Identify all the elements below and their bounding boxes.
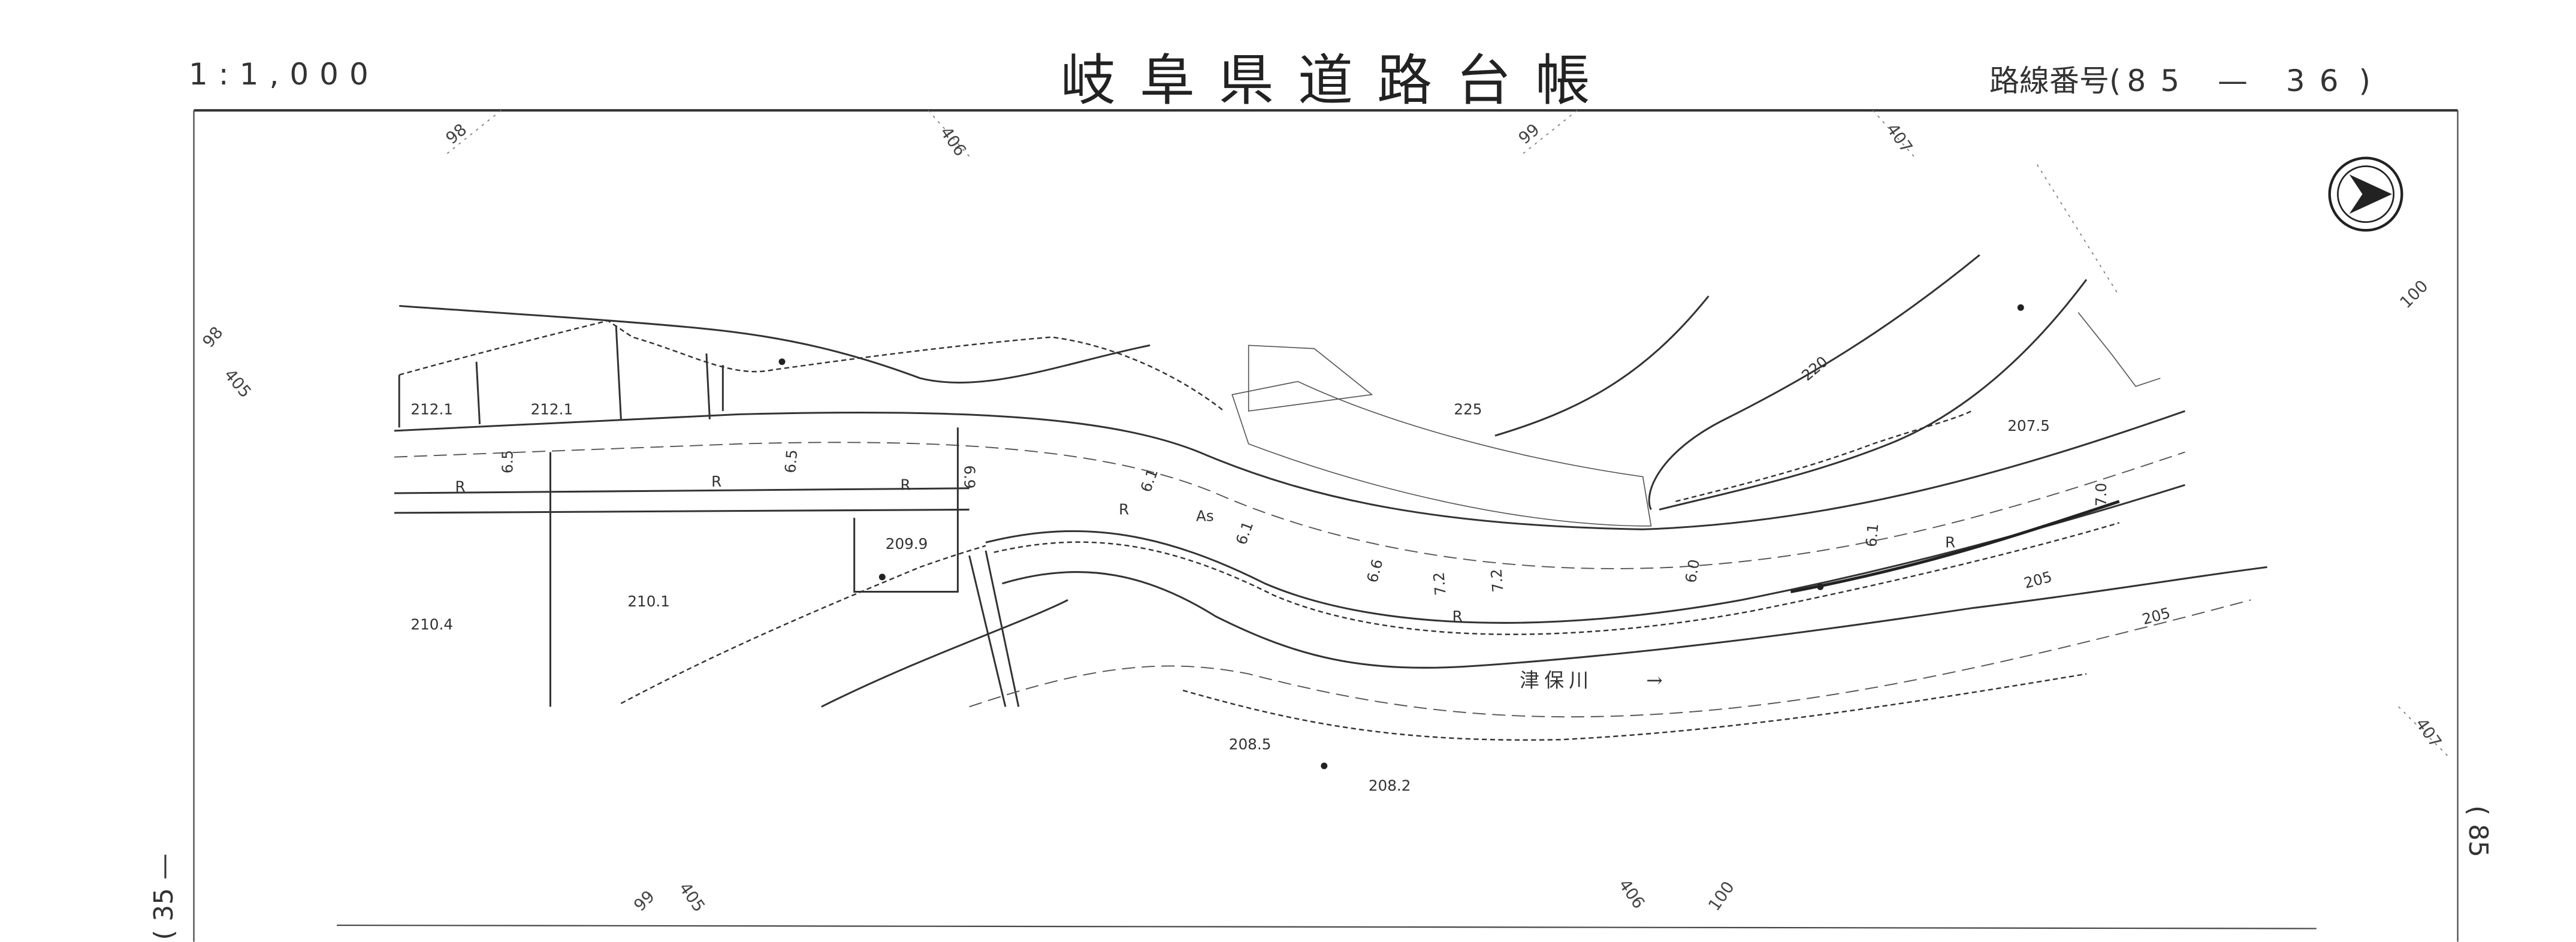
road-width: 6.9: [961, 465, 978, 488]
spot-height: 209.9: [886, 535, 928, 552]
side-label-left: ( 35 —: [149, 853, 179, 940]
grid-label: 100: [2397, 277, 2432, 312]
river-name: 津保川: [1520, 669, 1593, 692]
map-scale: 1:1,000: [189, 57, 379, 92]
asphalt-mark: As: [1196, 508, 1214, 525]
road-width: 6.5: [781, 449, 801, 474]
grid-label: 406: [937, 123, 970, 160]
spot-heights: 212.1 212.1 210.4 210.1 209.9 208.5 208.…: [410, 400, 2050, 794]
grid-label: 99: [630, 887, 659, 916]
side-label-right: ( 85: [2463, 805, 2493, 858]
spot-height: 208.2: [1369, 777, 1411, 794]
spot-height: 212.1: [531, 400, 573, 418]
spot-height: 210.1: [627, 593, 670, 610]
road-width: 6.6: [1363, 557, 1386, 584]
retaining-wall-mark: R: [711, 473, 721, 490]
contour-label: 225: [1454, 400, 1482, 418]
grid-lines: [443, 110, 2448, 757]
road-marks: R R R R R R As: [455, 473, 1955, 625]
road-width: 6.1: [1862, 523, 1882, 548]
route-label: 路線番号(: [1989, 64, 2121, 98]
north-arrow-icon: [2328, 156, 2403, 232]
retaining-wall-mark: R: [455, 478, 465, 495]
spot-height: 212.1: [410, 400, 453, 418]
point-symbols: [778, 304, 2024, 769]
road-width: 6.0: [1682, 558, 1703, 584]
road-width: 7.2: [1430, 571, 1449, 596]
route-number: 路線番号(85 — 36): [1989, 57, 2370, 100]
river-flow-arrow: →: [1646, 669, 1668, 692]
spot-height: 210.4: [410, 616, 453, 633]
grid-label: 407: [2412, 715, 2445, 751]
terrain-lines: [398, 254, 2161, 527]
spot-height: 207.5: [2007, 417, 2050, 434]
road-width: 7.0: [2092, 483, 2110, 506]
grid-labels: 98 406 99 407 98 405 100 407 99 405 406 …: [200, 120, 2445, 916]
river-tsubo: 津保川 →: [620, 545, 2267, 741]
retaining-wall-mark: R: [1452, 608, 1463, 625]
road-width: 6.1: [1233, 519, 1257, 547]
retaining-wall-mark: R: [900, 476, 910, 494]
road-width: 6.1: [1137, 466, 1162, 494]
grid-label: 406: [1615, 876, 1648, 913]
route-number-value: 85 — 36: [2127, 64, 2353, 98]
road-width: 6.5: [499, 450, 516, 473]
grid-label: 98: [200, 324, 227, 352]
spot-height: 208.5: [1229, 736, 1272, 753]
road-width: 7.2: [1487, 568, 1506, 593]
contour-label: 205: [2022, 568, 2054, 592]
grid-label: 405: [675, 879, 708, 916]
page-title: 岐阜県道路台帳: [1061, 49, 1615, 113]
contour-label: 205: [2140, 604, 2172, 628]
grid-label: 407: [1883, 120, 1916, 157]
route-close: ): [2358, 64, 2371, 98]
map-frame: [193, 109, 2459, 942]
grid-label: 100: [1705, 878, 1738, 915]
grid-label: 98: [443, 120, 471, 148]
retaining-wall-mark: R: [1945, 533, 1955, 551]
retaining-wall-mark: R: [1119, 501, 1129, 518]
grid-label: 99: [1515, 120, 1544, 148]
contour-label: 220: [1798, 353, 1831, 384]
grid-label: 405: [221, 366, 255, 401]
road: [394, 410, 2185, 707]
